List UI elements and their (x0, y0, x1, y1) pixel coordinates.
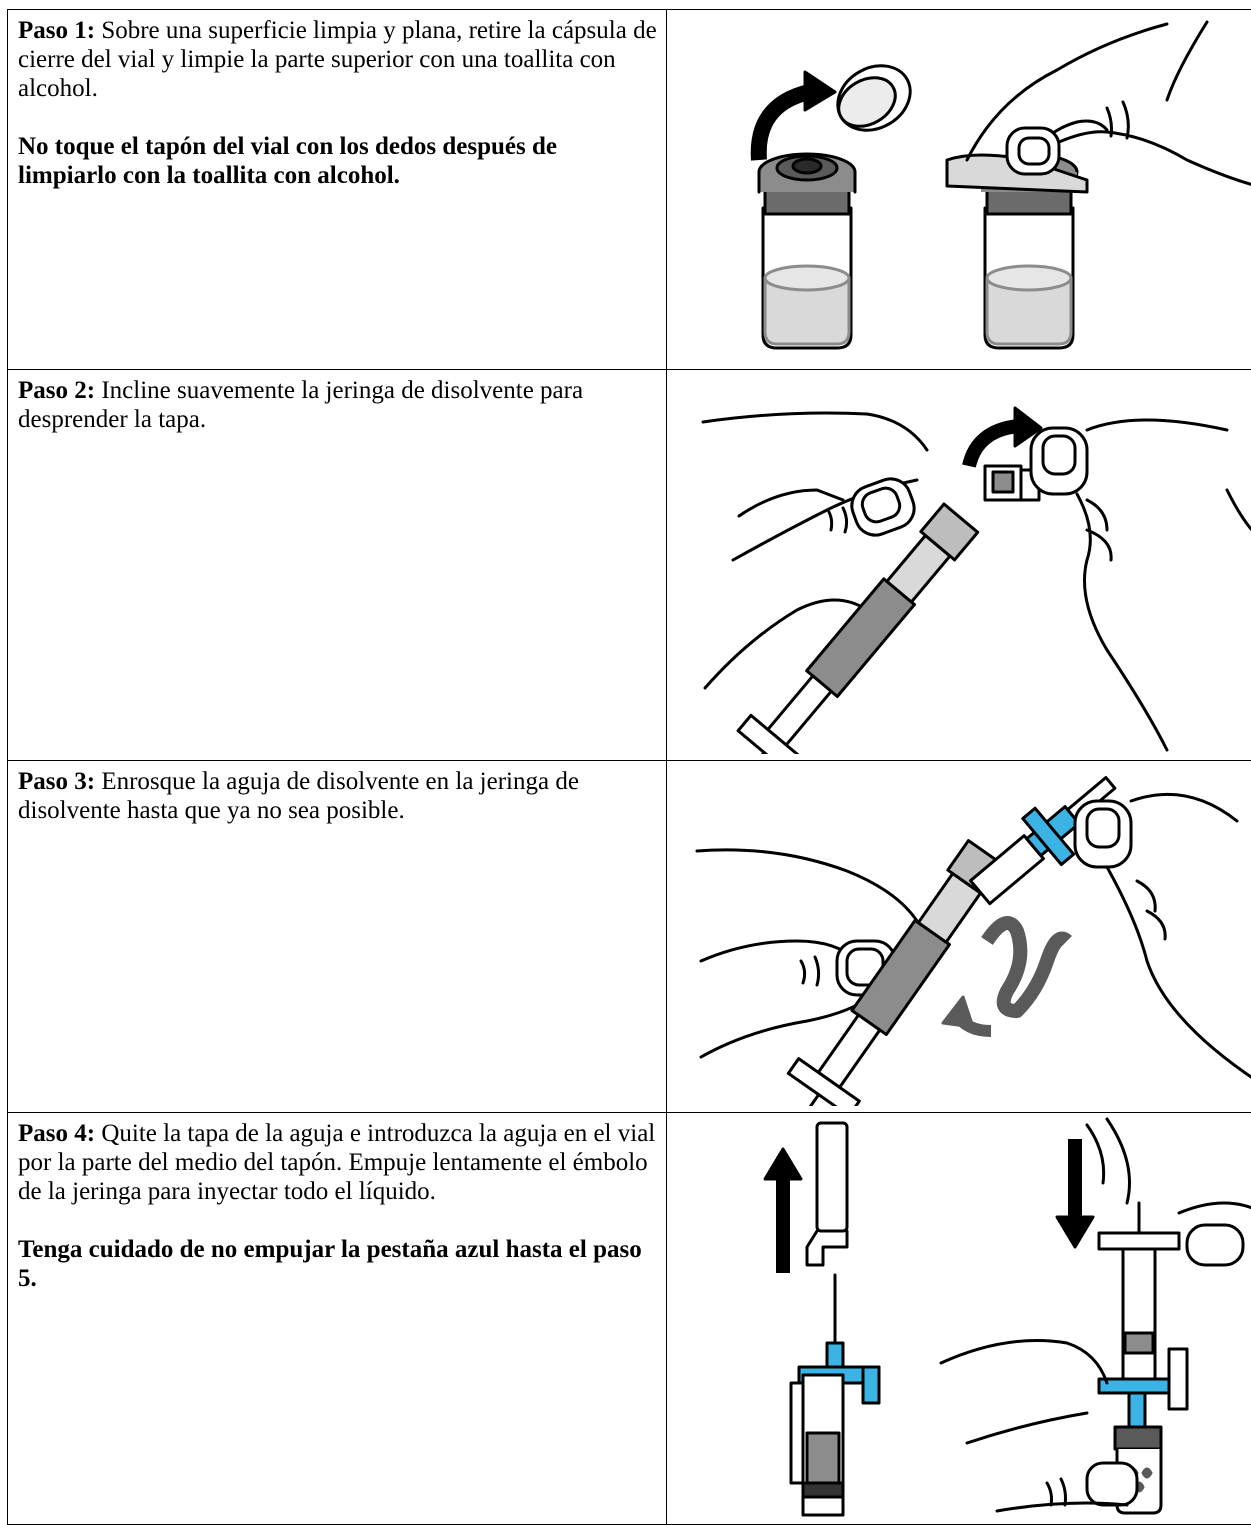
step-1-label: Paso 1: (18, 17, 95, 44)
instructions-table: Paso 1: Sobre una superficie limpia y pl… (7, 9, 1251, 1525)
step-2-text: Incline suavemente la jeringa de disolve… (18, 377, 583, 433)
step-2-label: Paso 2: (18, 377, 95, 404)
syringe-cap-removal-illustration (667, 370, 1251, 754)
step-2-image-cell (667, 370, 1251, 761)
step-row-4: Paso 4: Quite la tapa de la aguja e intr… (8, 1113, 1251, 1525)
step-4-text-cell: Paso 4: Quite la tapa de la aguja e intr… (8, 1113, 667, 1525)
step-row-3: Paso 3: Enrosque la aguja de disolvente … (8, 761, 1251, 1113)
vial-cap-removal-illustration (667, 10, 1251, 363)
needle-screw-illustration (667, 761, 1251, 1106)
step-3-label: Paso 3: (18, 768, 95, 795)
step-3-text-cell: Paso 3: Enrosque la aguja de disolvente … (8, 761, 667, 1113)
step-row-2: Paso 2: Incline suavemente la jeringa de… (8, 370, 1251, 761)
step-1-image-cell (667, 10, 1251, 370)
inject-diluent-illustration (667, 1113, 1251, 1518)
step-1-warning: No toque el tapón del vial con los dedos… (18, 132, 658, 190)
step-4-image-cell (667, 1113, 1251, 1525)
step-4-label: Paso 4: (18, 1120, 95, 1147)
step-1-text: Sobre una superficie limpia y plana, ret… (18, 17, 657, 102)
step-1-text-cell: Paso 1: Sobre una superficie limpia y pl… (8, 10, 667, 370)
step-row-1: Paso 1: Sobre una superficie limpia y pl… (8, 10, 1251, 370)
step-3-image-cell (667, 761, 1251, 1113)
step-3-text: Enrosque la aguja de disolvente en la je… (18, 768, 579, 824)
step-2-text-cell: Paso 2: Incline suavemente la jeringa de… (8, 370, 667, 761)
step-4-text: Quite la tapa de la aguja e introduzca l… (18, 1120, 655, 1205)
step-4-warning: Tenga cuidado de no empujar la pestaña a… (18, 1235, 658, 1293)
